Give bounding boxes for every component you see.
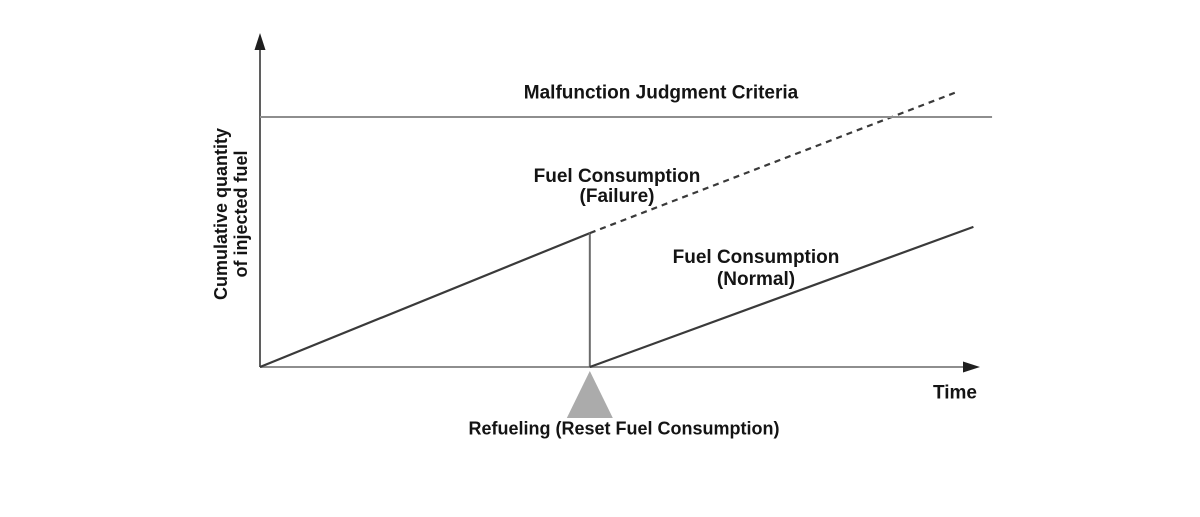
x-axis-label: Time (932, 382, 978, 404)
series-line-0 (259, 232, 591, 369)
series-line-3 (589, 225, 974, 369)
y-axis-label: Cumulative quantity of injected fuel (211, 128, 251, 300)
x-axis-arrowhead-icon (963, 361, 980, 373)
failure-label-line1: Fuel Consumption (533, 166, 701, 187)
normal-label: Fuel Consumption (Normal) (673, 247, 840, 291)
y-axis-arrowhead-icon (254, 33, 266, 50)
refueling-label: Refueling (Reset Fuel Consumption) (468, 418, 780, 439)
y-axis-label-line2: of injected fuel (231, 150, 251, 278)
series-line-2 (589, 90, 958, 235)
failure-label: Fuel Consumption (Failure) (534, 167, 701, 207)
normal-label-line1: Fuel Consumption (672, 247, 840, 268)
refueling-triangle-icon (566, 371, 613, 418)
normal-label-line2: (Normal) (716, 269, 796, 290)
y-axis-label-line1: Cumulative quantity (211, 127, 231, 301)
criteria-label: Malfunction Judgment Criteria (523, 82, 799, 104)
failure-label-line2: (Failure) (579, 186, 655, 207)
